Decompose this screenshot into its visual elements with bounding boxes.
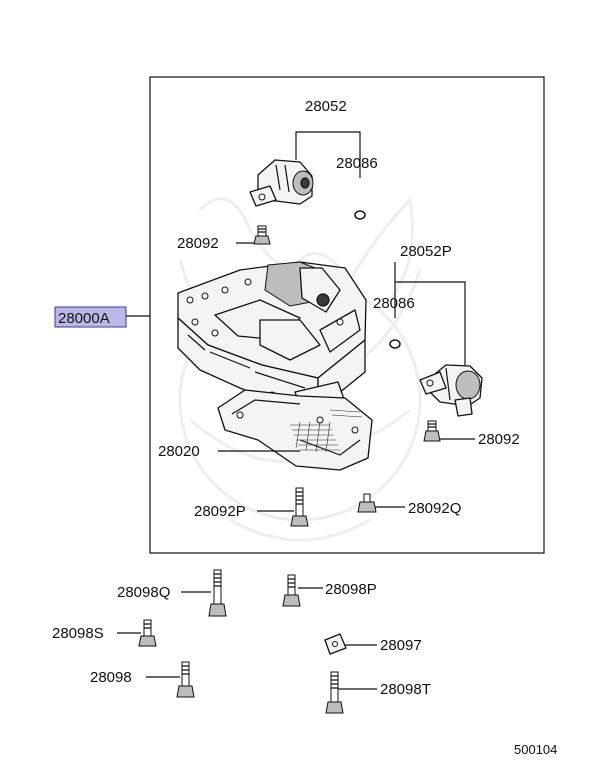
callout-28098T[interactable]: 28098T [380,681,431,698]
callout-28098[interactable]: 28098 [90,669,132,686]
assembly-label[interactable]: 28000A [58,310,110,327]
oring-top [354,210,366,220]
bolt-28092-right [423,420,441,442]
clip-28097 [324,633,347,655]
callout-28092-right[interactable]: 28092 [478,431,520,448]
bolt-28092-upper [253,225,271,245]
assembly-label-highlight[interactable] [54,306,127,328]
bolt-28092P [290,487,309,527]
callout-28092Q[interactable]: 28092Q [408,500,461,517]
callout-28092-upper[interactable]: 28092 [177,235,219,252]
solenoid-right [419,364,483,417]
oring-right [389,339,401,349]
callout-28086-top[interactable]: 28086 [336,155,378,172]
bolt-28098T [325,671,344,714]
callout-28086-right[interactable]: 28086 [373,295,415,312]
bolt-28098Q [208,569,227,617]
bolt-28098 [176,661,195,698]
assembly-frame [149,76,545,554]
callout-28052P[interactable]: 28052P [400,243,452,260]
leader-28052P [394,262,466,368]
callout-28052-top[interactable]: 28052 [305,98,347,115]
separator-plate [217,389,373,471]
bolt-28092Q [357,493,377,513]
callout-28098P[interactable]: 28098P [325,581,377,598]
diagram-code: 500104 [514,742,557,757]
bolt-28098S [138,619,157,647]
callout-28092P[interactable]: 28092P [194,503,246,520]
callout-28098Q[interactable]: 28098Q [117,584,170,601]
callout-28097[interactable]: 28097 [380,637,422,654]
bolt-28098P [282,574,301,607]
solenoid-top [249,159,314,207]
callout-28020[interactable]: 28020 [158,443,200,460]
leader-28052-top [295,131,361,178]
callout-28098S[interactable]: 28098S [52,625,104,642]
